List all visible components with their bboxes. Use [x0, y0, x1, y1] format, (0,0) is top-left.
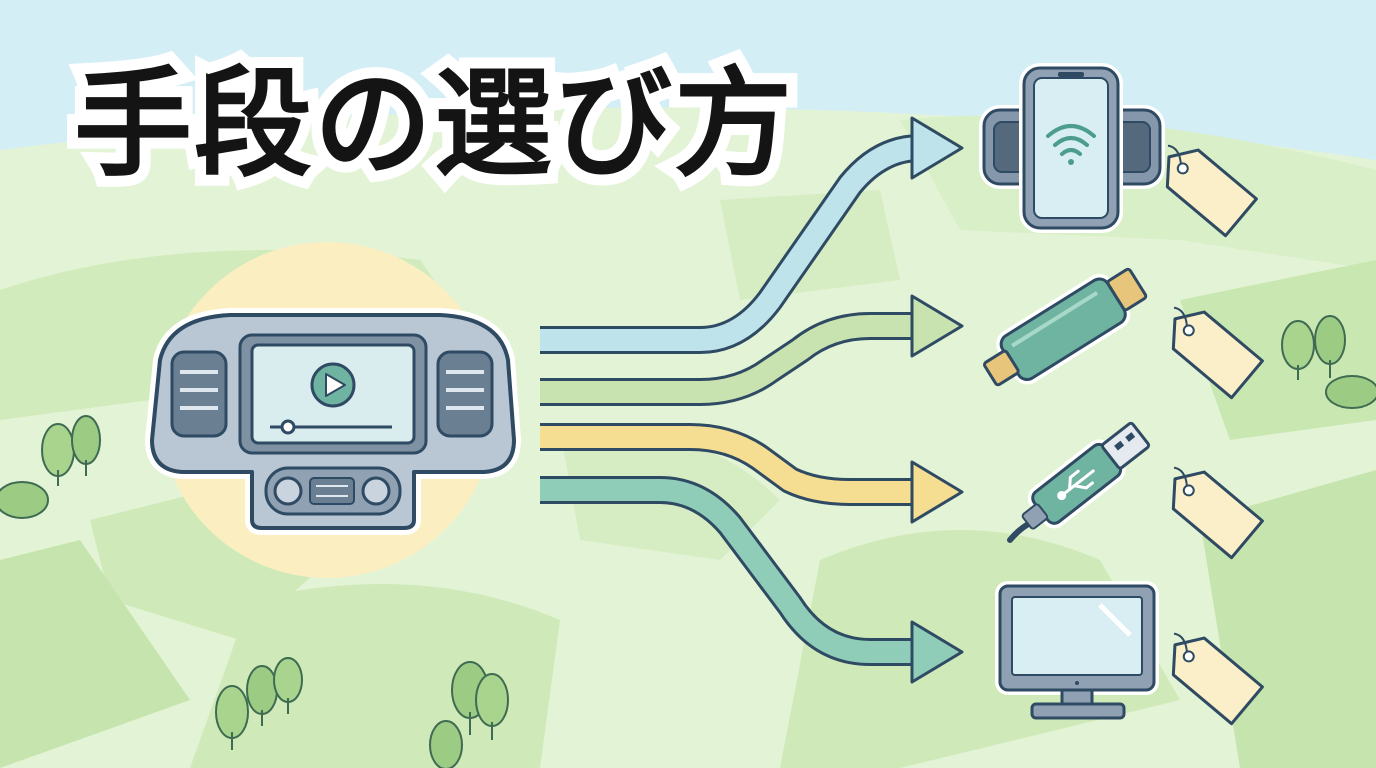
- progress-bar: [270, 419, 392, 435]
- wireless-phone-mount: [979, 63, 1165, 233]
- price-tag: [1171, 466, 1264, 560]
- air-vent-left: [170, 350, 228, 438]
- price-tag: [1165, 144, 1258, 238]
- usb-cable: [1007, 421, 1151, 543]
- tree-cluster: [0, 415, 101, 519]
- tree-cluster: [215, 657, 303, 750]
- arrow-to-usb-cable: [540, 423, 964, 524]
- wifi-icon: [1046, 124, 1096, 165]
- arrow-to-phone-mount: [540, 116, 964, 354]
- monitor-stand: [1030, 702, 1126, 720]
- climate-controls: [264, 466, 402, 516]
- external-monitor: [995, 581, 1159, 720]
- field-patch: [190, 584, 560, 768]
- price-tag: [1171, 306, 1264, 400]
- arrow-to-monitor: [540, 476, 964, 684]
- field-patch: [0, 540, 190, 768]
- page-title: 手段の選び方: [63, 48, 803, 200]
- hdmi-icon: [983, 349, 1020, 387]
- arrow-to-hdmi-dongle: [540, 294, 964, 406]
- hdmi-dongle: [983, 267, 1148, 387]
- tree-cluster: [1281, 315, 1376, 409]
- car-dashboard: [145, 308, 521, 535]
- tree-cluster: [429, 661, 509, 768]
- usb-icon: [1057, 469, 1095, 501]
- price-tag: [1171, 632, 1264, 726]
- air-vent-right: [436, 350, 494, 438]
- usb-plug: [1101, 421, 1151, 470]
- play-icon: [310, 362, 356, 408]
